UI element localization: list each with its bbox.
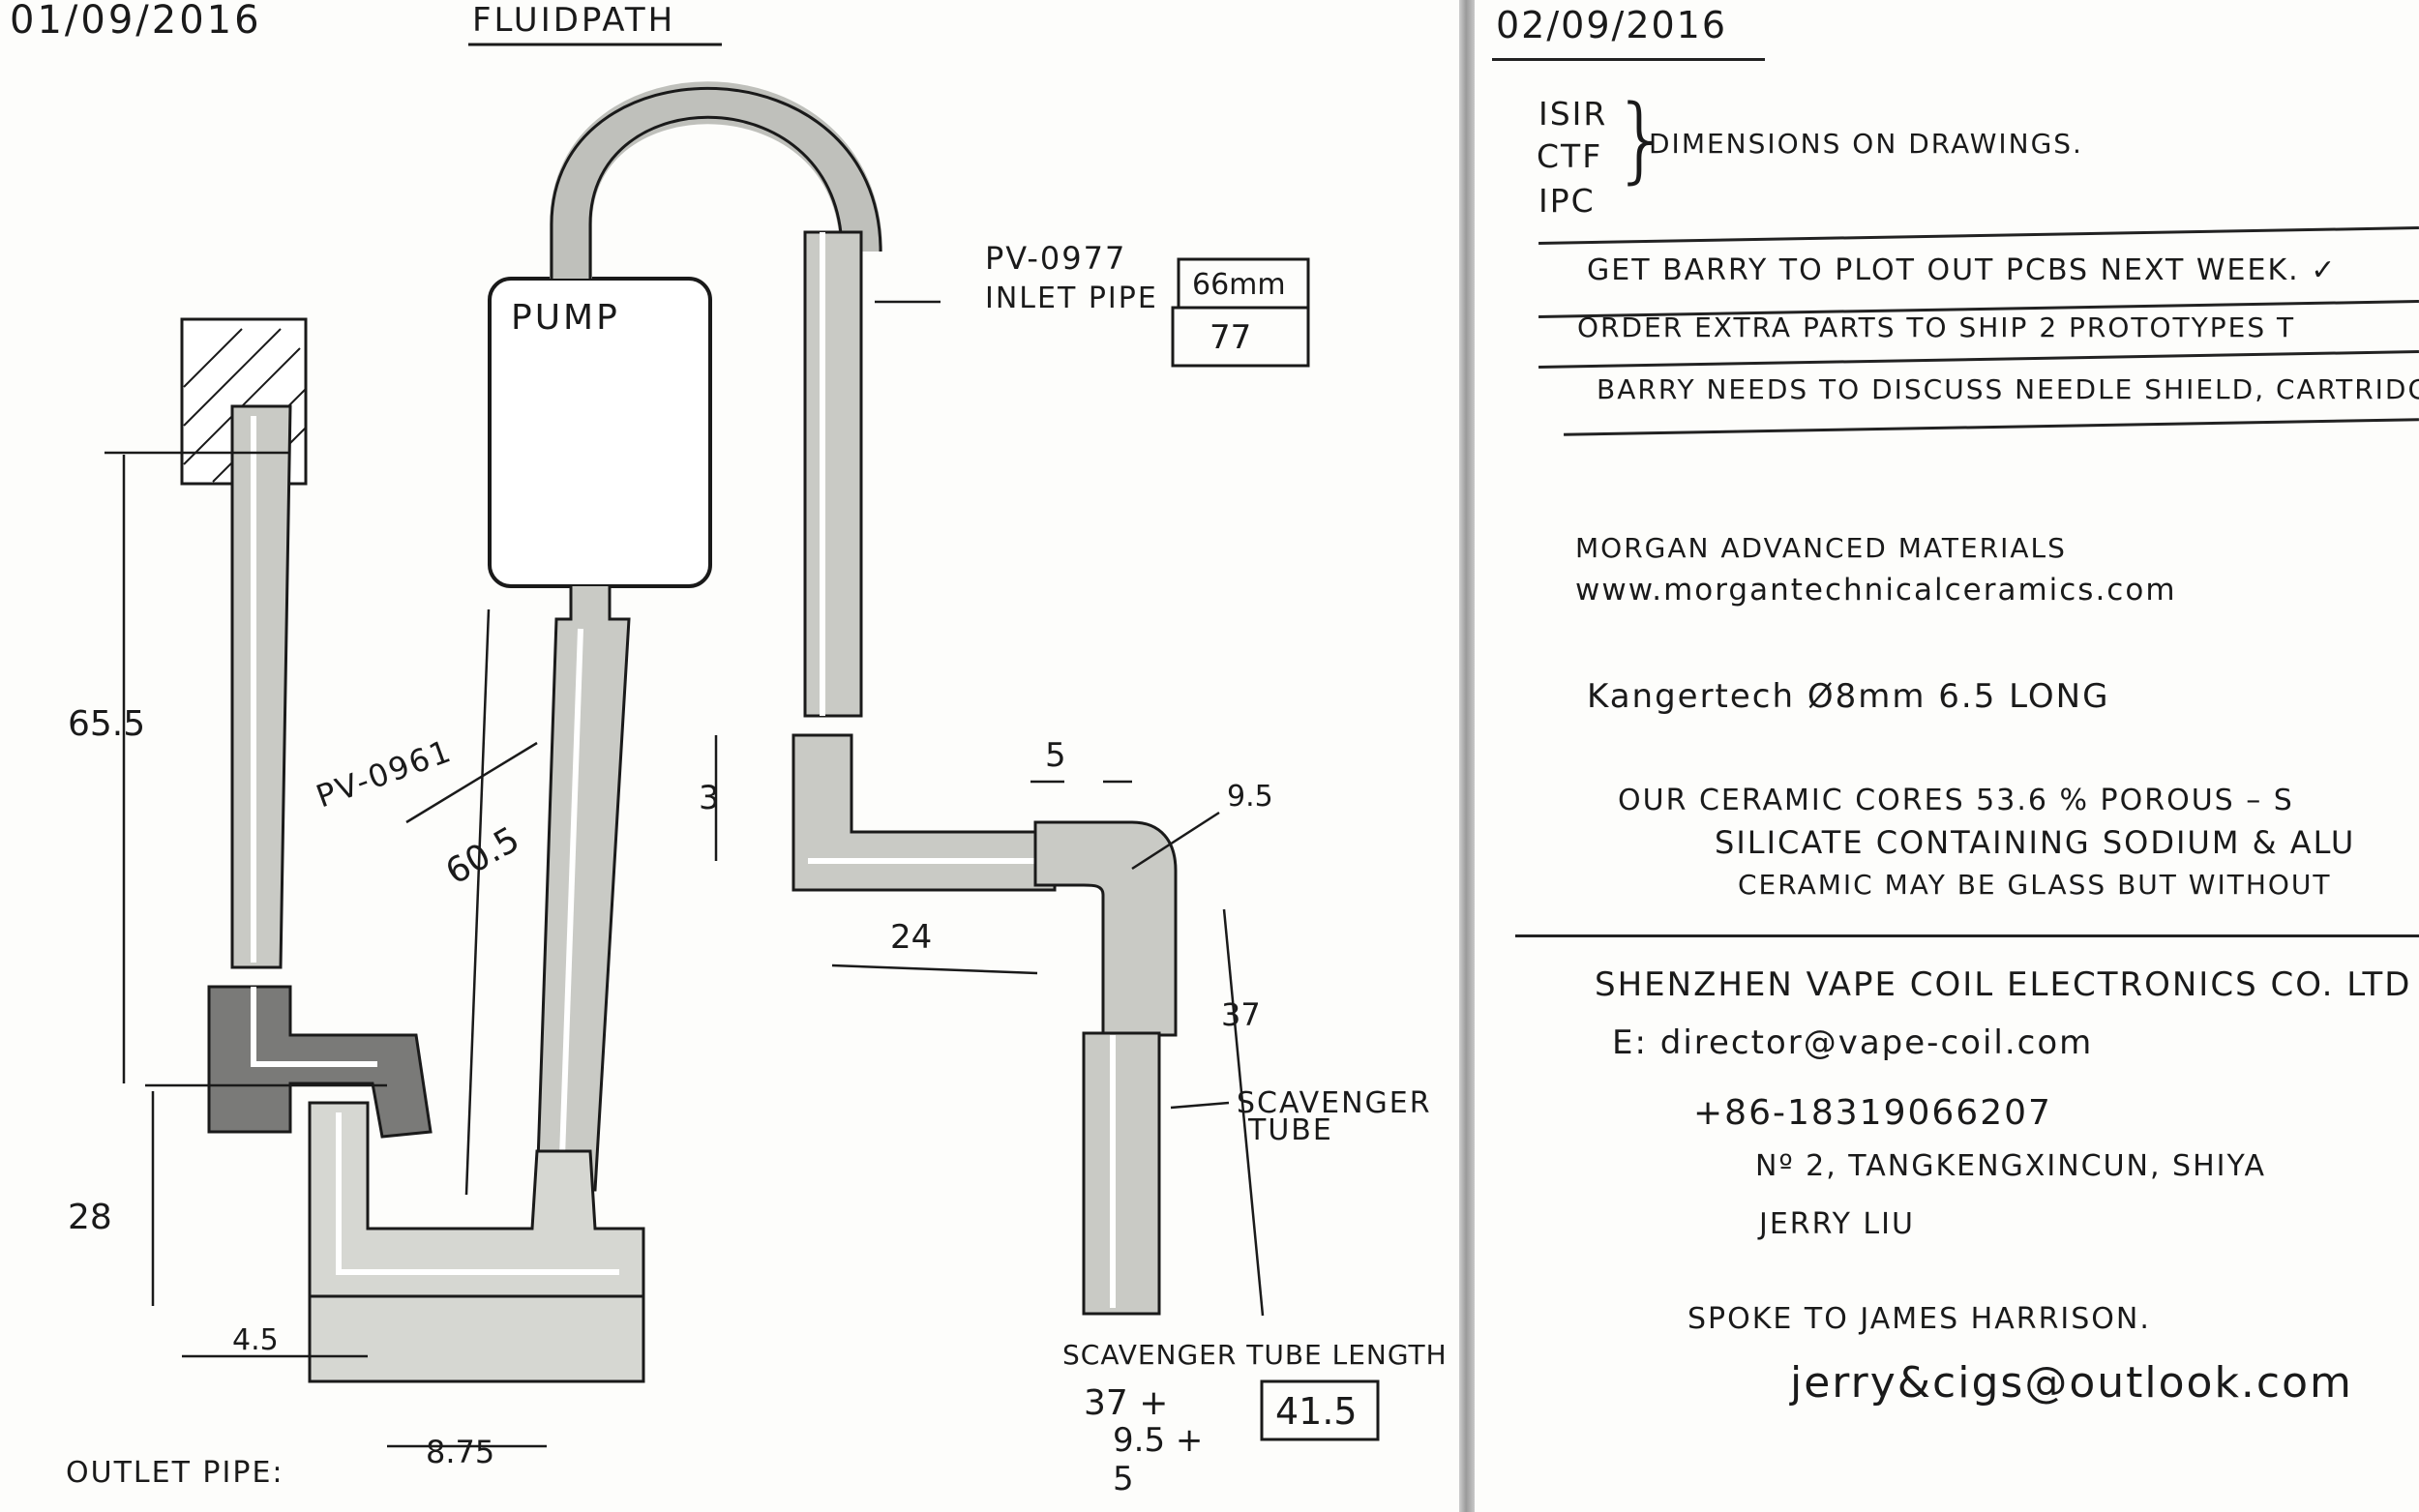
sum-9-5: 9.5 +	[1113, 1421, 1203, 1460]
jerry-email: jerry&cigs@outlook.com	[1790, 1358, 2353, 1408]
shenzhen-phone: +86-18319066207	[1693, 1093, 2052, 1133]
base-block	[308, 1294, 645, 1383]
ceramic-line-2: SILICATE CONTAINING SODIUM & ALU	[1715, 824, 2356, 861]
separator-4	[1564, 418, 2419, 436]
fluidpath-sketch: 01/09/2016 FLUIDPATH PUMP	[10, 0, 1448, 1498]
spoke-note: SPOKE TO JAMES HARRISON.	[1687, 1302, 2151, 1336]
scavenger-label-line1: SCAVENGER	[1237, 1086, 1432, 1120]
morgan-name: MORGAN ADVANCED MATERIALS	[1575, 532, 2067, 564]
left-page-date: 01/09/2016	[10, 0, 262, 43]
todo-needle-shield: BARRY NEEDS TO DISCUSS NEEDLE SHIELD, CA…	[1597, 373, 2419, 405]
scavenger-elbow	[1033, 820, 1178, 1037]
kangertech-line: Kangertech Ø8mm 6.5 LONG	[1587, 677, 2110, 716]
sum-37: 37 +	[1084, 1383, 1168, 1423]
dim-60-5: 60.5	[439, 819, 526, 893]
shenzhen-contact: JERRY LIU	[1759, 1207, 1915, 1241]
dimension-lines	[105, 300, 1265, 1448]
base-u-channel	[336, 1112, 619, 1275]
dim-24: 24	[890, 918, 932, 957]
standards-note: DIMENSIONS ON DRAWINGS.	[1649, 128, 2083, 160]
shenzhen-email: E: director@vape-coil.com	[1612, 1023, 2094, 1062]
total-length-box	[1260, 1379, 1380, 1441]
pump-outlet-highlight	[558, 628, 583, 1186]
right-notebook-page: 02/09/2016 ISIR CTF IPC } DIMENSIONS ON …	[1475, 0, 2419, 1512]
ceramic-line-3: CERAMIC MAY BE GLASS BUT WITHOUT	[1738, 869, 2332, 901]
dim-9-5: 9.5	[1227, 780, 1273, 814]
shenzhen-address: Nº 2, TANGKENGXINCUN, SHIYA	[1755, 1149, 2267, 1183]
inlet-dimension-box-bottom	[1171, 306, 1310, 368]
inlet-box-top-value: 66mm	[1192, 268, 1286, 302]
outlet-pipe-label: OUTLET PIPE:	[66, 1456, 284, 1490]
pv-0961-label: PV-0961	[312, 732, 457, 815]
dim-65-5: 65.5	[68, 704, 145, 744]
dim-37: 37	[1221, 996, 1261, 1033]
separator-3	[1538, 350, 2419, 369]
inlet-arch-inner	[588, 115, 844, 279]
inlet-pipe	[803, 230, 863, 718]
dim-3: 3	[699, 779, 720, 817]
dim-5: 5	[1045, 736, 1066, 775]
separator-1	[1538, 226, 2419, 245]
standard-isir: ISIR	[1538, 95, 1608, 133]
outlet-vertical-tube	[230, 404, 292, 969]
standard-ctf: CTF	[1537, 137, 1603, 175]
dim-28: 28	[68, 1198, 112, 1237]
inlet-box-bottom-value: 77	[1210, 318, 1251, 357]
inlet-part-number: PV-0977	[985, 240, 1126, 277]
date-underline	[1492, 58, 1765, 61]
left-notebook-page: 01/09/2016 FLUIDPATH PUMP	[10, 0, 1448, 1498]
standards-brace: }	[1612, 85, 1674, 193]
right-page-date: 02/09/2016	[1496, 4, 1728, 46]
notebook-gutter	[1459, 0, 1475, 1512]
dim-4-5: 4.5	[232, 1323, 279, 1357]
outlet-manifold-channel	[251, 987, 377, 1067]
standard-ipc: IPC	[1538, 182, 1596, 220]
sum-5: 5	[1113, 1460, 1134, 1498]
inlet-arch-shading	[550, 81, 882, 279]
todo-order-parts: ORDER EXTRA PARTS TO SHIP 2 PROTOTYPES T	[1577, 311, 2296, 343]
pump-label: PUMP	[511, 298, 620, 338]
pump-outlet-pipe	[535, 586, 631, 1192]
shenzhen-company: SHENZHEN VAPE COIL ELECTRONICS CO. LTD	[1595, 965, 2412, 1004]
sum-total: 41.5	[1275, 1390, 1358, 1433]
inlet-arch-outer	[550, 87, 882, 279]
scavenger-length-heading: SCAVENGER TUBE LENGTH	[1062, 1339, 1448, 1371]
scavenger-tube	[1082, 1031, 1161, 1316]
ceramic-line-1: OUR CERAMIC CORES 53.6 % POROUS – S	[1618, 784, 2294, 817]
inlet-pipe-label: INLET PIPE	[985, 282, 1158, 315]
page-title: FLUIDPATH	[472, 1, 675, 40]
inlet-bend	[791, 733, 1057, 892]
todo-barry-pcbs: GET BARRY TO PLOT OUT PCBS NEXT WEEK. ✓	[1587, 253, 2338, 287]
dim-8-75: 8.75	[426, 1434, 494, 1470]
scavenger-label-line2: TUBE	[1247, 1113, 1333, 1147]
morgan-url: www.morgantechnicalceramics.com	[1575, 573, 2177, 608]
separator-5	[1515, 934, 2419, 937]
